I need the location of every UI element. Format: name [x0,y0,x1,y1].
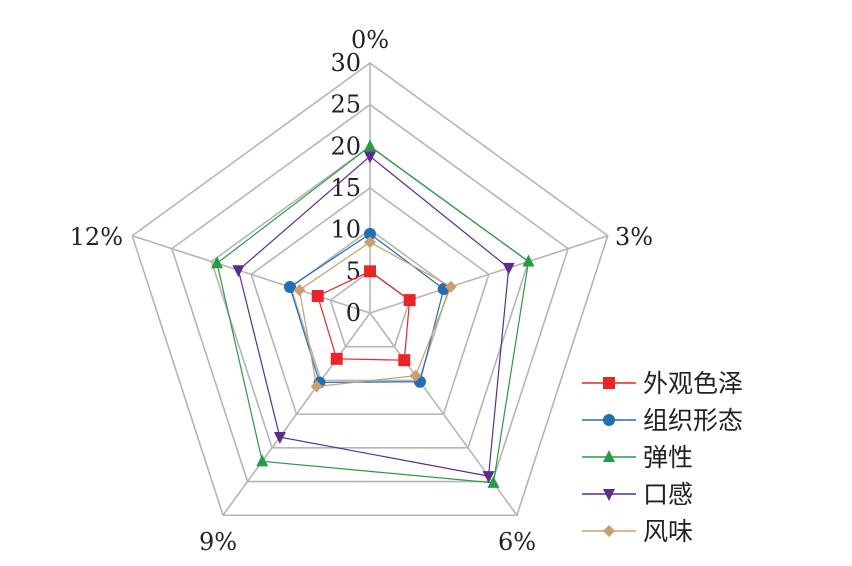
r-tick-label: 30 [330,49,361,77]
r-tick-label: 20 [330,132,361,160]
legend-marker-2 [603,450,615,462]
legend-label-1: 组织形态 [643,406,743,435]
series-line-0 [316,270,411,361]
data-point-2 [256,454,269,467]
r-tick-label: 15 [330,174,361,202]
series-line-1 [289,233,445,384]
data-point-0 [364,265,376,278]
r-tick-label: 5 [346,257,361,285]
data-point-4 [293,284,306,297]
r-tick-label: 25 [330,91,361,119]
data-point-1 [283,280,296,293]
data-point-2 [364,139,376,152]
data-point-3 [273,432,286,445]
legend-marker-4 [603,525,615,537]
legend-marker-1 [603,414,615,426]
data-point-3 [232,265,245,278]
data-point-4 [444,280,457,293]
axis-label: 9% [199,528,237,556]
legend-label-3: 口感 [643,480,693,509]
data-point-0 [403,294,416,307]
series-line-2 [216,145,530,484]
r-tick-label: 0 [346,299,361,327]
series-line-4 [298,241,452,388]
r-tick-label: 10 [330,216,361,244]
axis-label: 6% [498,528,536,556]
axis-spoke [131,234,371,314]
data-point-2 [211,256,224,269]
axis-label: 0% [351,26,389,54]
data-point-2 [522,254,535,267]
data-point-0 [311,290,324,303]
data-point-4 [310,380,323,393]
data-point-3 [364,151,376,164]
legend-label-2: 弹性 [643,443,693,472]
grid-ring [170,103,570,483]
data-point-4 [364,236,376,249]
data-point-2 [487,475,500,488]
legend-marker-0 [603,377,615,389]
data-point-4 [409,369,422,382]
axis-label: 3% [615,223,653,251]
data-point-1 [364,227,376,240]
legend-label-0: 外观色泽 [643,369,743,398]
legend-label-4: 风味 [643,517,693,546]
series-line-3 [237,155,510,477]
data-point-0 [330,352,343,365]
legend-marker-3 [603,489,615,501]
data-point-3 [482,471,495,484]
grid-ring [250,187,490,415]
grid-ring [131,62,609,517]
axis-spoke [222,312,371,516]
axis-label: 12% [70,223,123,251]
data-point-3 [502,262,515,275]
data-point-0 [398,354,411,367]
